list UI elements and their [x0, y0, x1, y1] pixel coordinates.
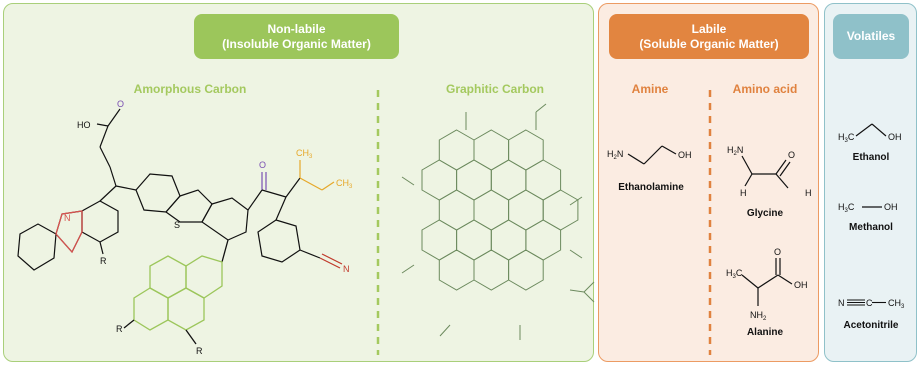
graphite-substituent-bond — [535, 103, 547, 113]
graphite-hexagon — [542, 189, 579, 231]
graphite-hexagon — [421, 159, 458, 201]
volatiles-title: Volatiles — [846, 29, 896, 43]
nonlabile-subtitle: (Insoluble Organic Matter) — [222, 36, 371, 51]
graphite-hexagon — [421, 219, 458, 261]
ethanolamine-structure — [627, 145, 677, 165]
ethanolamine-hydroxyl-label: OH — [678, 150, 692, 160]
glycine-h-right-label: H — [805, 188, 812, 198]
ethanol-hydroxyl-label: OH — [888, 132, 902, 142]
graphite-hexagon — [473, 129, 510, 171]
glycine-amine-label: H2N — [727, 145, 743, 157]
labile-panel — [598, 3, 819, 362]
acid-oxygen-label: O — [117, 99, 124, 109]
graphite-hexagon — [525, 159, 562, 201]
graphite-hexagon — [473, 189, 510, 231]
ethanol-methyl-label: H3C — [838, 132, 855, 144]
volatiles-panel — [824, 3, 917, 362]
r-group-label-2: R — [116, 324, 123, 334]
graphite-substituent-bond — [439, 324, 451, 337]
graphite-substituent-bond — [401, 264, 415, 274]
labile-title-badge: Labile (Soluble Organic Matter) — [609, 14, 809, 59]
methyl-label-1: CH3 — [296, 148, 313, 160]
graphite-substituent-bond — [569, 289, 585, 293]
acetonitrile-name: Acetonitrile — [843, 320, 899, 331]
graphite-substituent-bond — [583, 281, 595, 293]
graphite-hexagon — [456, 219, 492, 261]
amorphous-carbon-heading: Amorphous Carbon — [133, 82, 247, 96]
glycine-name: Glycine — [746, 208, 784, 219]
graphitic-carbon-heading: Graphitic Carbon — [445, 82, 544, 96]
amorphous-carbon-molecule — [17, 108, 343, 271]
methanol-name: Methanol — [849, 222, 893, 233]
labile-subtitle: (Soluble Organic Matter) — [639, 36, 779, 51]
graphite-hexagon — [508, 129, 544, 171]
ethanolamine-name: Ethanolamine — [618, 182, 684, 193]
graphite-hexagon — [490, 159, 527, 201]
graphite-hexagon — [525, 219, 562, 261]
labile-title: Labile — [691, 21, 727, 36]
nonlabile-title-badge: Non-labile (Insoluble Organic Matter) — [194, 14, 399, 59]
acetonitrile-methyl-label: CH3 — [888, 298, 905, 310]
nonlabile-panel — [3, 3, 594, 362]
methanol-hydroxyl-label: OH — [884, 202, 898, 212]
ring-nitrogen-label: N — [64, 213, 71, 223]
alanine-amine-label: NH2 — [750, 310, 767, 322]
graphite-hexagon — [438, 129, 475, 171]
glycine-structure — [741, 155, 791, 189]
graphite-substituent-bond — [401, 176, 415, 186]
graphite-hexagon — [508, 249, 544, 291]
graphite-hexagon — [473, 249, 510, 291]
alanine-hydroxyl-label: OH — [794, 280, 808, 290]
graphite-hexagon — [438, 249, 475, 291]
alanine-structure — [741, 258, 793, 306]
glycine-h-left-label: H — [740, 188, 747, 198]
graphite-substituent-bond — [569, 196, 583, 206]
ketone-oxygen-label: O — [259, 160, 266, 170]
alanine-oxygen-label: O — [774, 247, 781, 257]
methanol-methyl-label: H3C — [838, 202, 855, 214]
r-group-label-1: R — [100, 256, 107, 266]
acid-hydroxyl-label: HO — [77, 120, 91, 130]
acetonitrile-carbon-label: C — [866, 298, 873, 308]
graphite-hexagon — [438, 189, 475, 231]
methyl-label-2: CH3 — [336, 178, 353, 190]
graphitic-carbon-lattice — [401, 103, 595, 340]
alanine-methyl-label: H3C — [726, 268, 743, 280]
glycine-oxygen-label: O — [788, 150, 795, 160]
graphite-hexagon — [508, 189, 544, 231]
nitrile-nitrogen-label: N — [343, 264, 350, 274]
amino-acid-heading: Amino acid — [732, 82, 798, 96]
nonlabile-title: Non-labile — [267, 21, 326, 36]
graphite-hexagon — [456, 159, 492, 201]
ethanol-name: Ethanol — [852, 152, 890, 163]
amine-heading: Amine — [631, 82, 669, 96]
volatiles-title-badge: Volatiles — [833, 14, 909, 59]
graphite-substituent-bond — [569, 249, 583, 259]
carbazole-core-highlight — [55, 210, 83, 254]
sulfur-label: S — [174, 220, 180, 230]
graphite-substituent-bond — [583, 291, 595, 303]
ethanolamine-amine-label: H2N — [607, 149, 623, 161]
r-group-label-3: R — [196, 346, 203, 356]
ethanol-structure — [855, 123, 887, 137]
pyrene-fragment — [123, 239, 229, 345]
acetonitrile-structure — [847, 299, 886, 306]
acetonitrile-nitrogen-label: N — [838, 298, 845, 308]
alanine-name: Alanine — [746, 327, 784, 338]
graphite-hexagon — [490, 219, 527, 261]
